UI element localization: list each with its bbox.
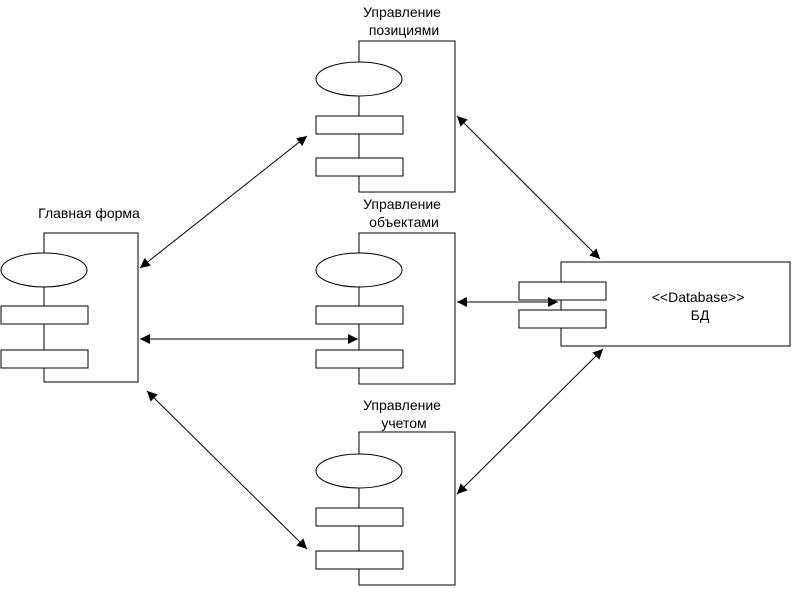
component-label: Главная форма [38,205,140,221]
component-port [315,157,404,177]
connector-positions-database [456,115,601,260]
connections [139,115,604,550]
component-label-line: объектами [369,214,439,230]
component-label-line: Управление [363,196,441,212]
component-ellipse [315,252,403,288]
connector-main-accounting [146,390,308,550]
database-label: <<Database>> БД [652,289,749,323]
component-port [0,349,89,369]
component-accounting: Управление учетом [315,397,456,586]
component-ellipse [315,61,403,97]
component-label-line: Главная форма [38,205,140,221]
component-label: Управление учетом [363,397,445,431]
database-component: <<Database>> БД [518,261,791,347]
component-ellipse [315,453,403,489]
component-ellipse [0,252,88,288]
component-label: Управление позициями [363,4,445,38]
database-port [518,309,607,329]
database-body [560,261,791,347]
database-port [518,281,607,301]
database-name: БД [691,307,710,323]
component-label: Управление объектами [363,196,445,230]
component-objects: Управление объектами [315,196,456,385]
component-label-line: Управление [363,4,441,20]
connector-accounting-database [456,348,604,495]
component-positions: Управление позициями [315,4,456,193]
component-port [315,550,404,570]
component-label-line: учетом [381,415,426,431]
component-port [315,115,404,135]
component-port [315,349,404,369]
connector-main-positions [139,135,308,269]
component-port [0,305,89,325]
component-label-line: позициями [369,22,439,38]
component-main-form: Главная форма [0,205,140,383]
component-port [315,507,404,527]
component-label-line: Управление [363,397,441,413]
database-stereotype: <<Database>> [652,289,745,305]
component-port [315,305,404,325]
